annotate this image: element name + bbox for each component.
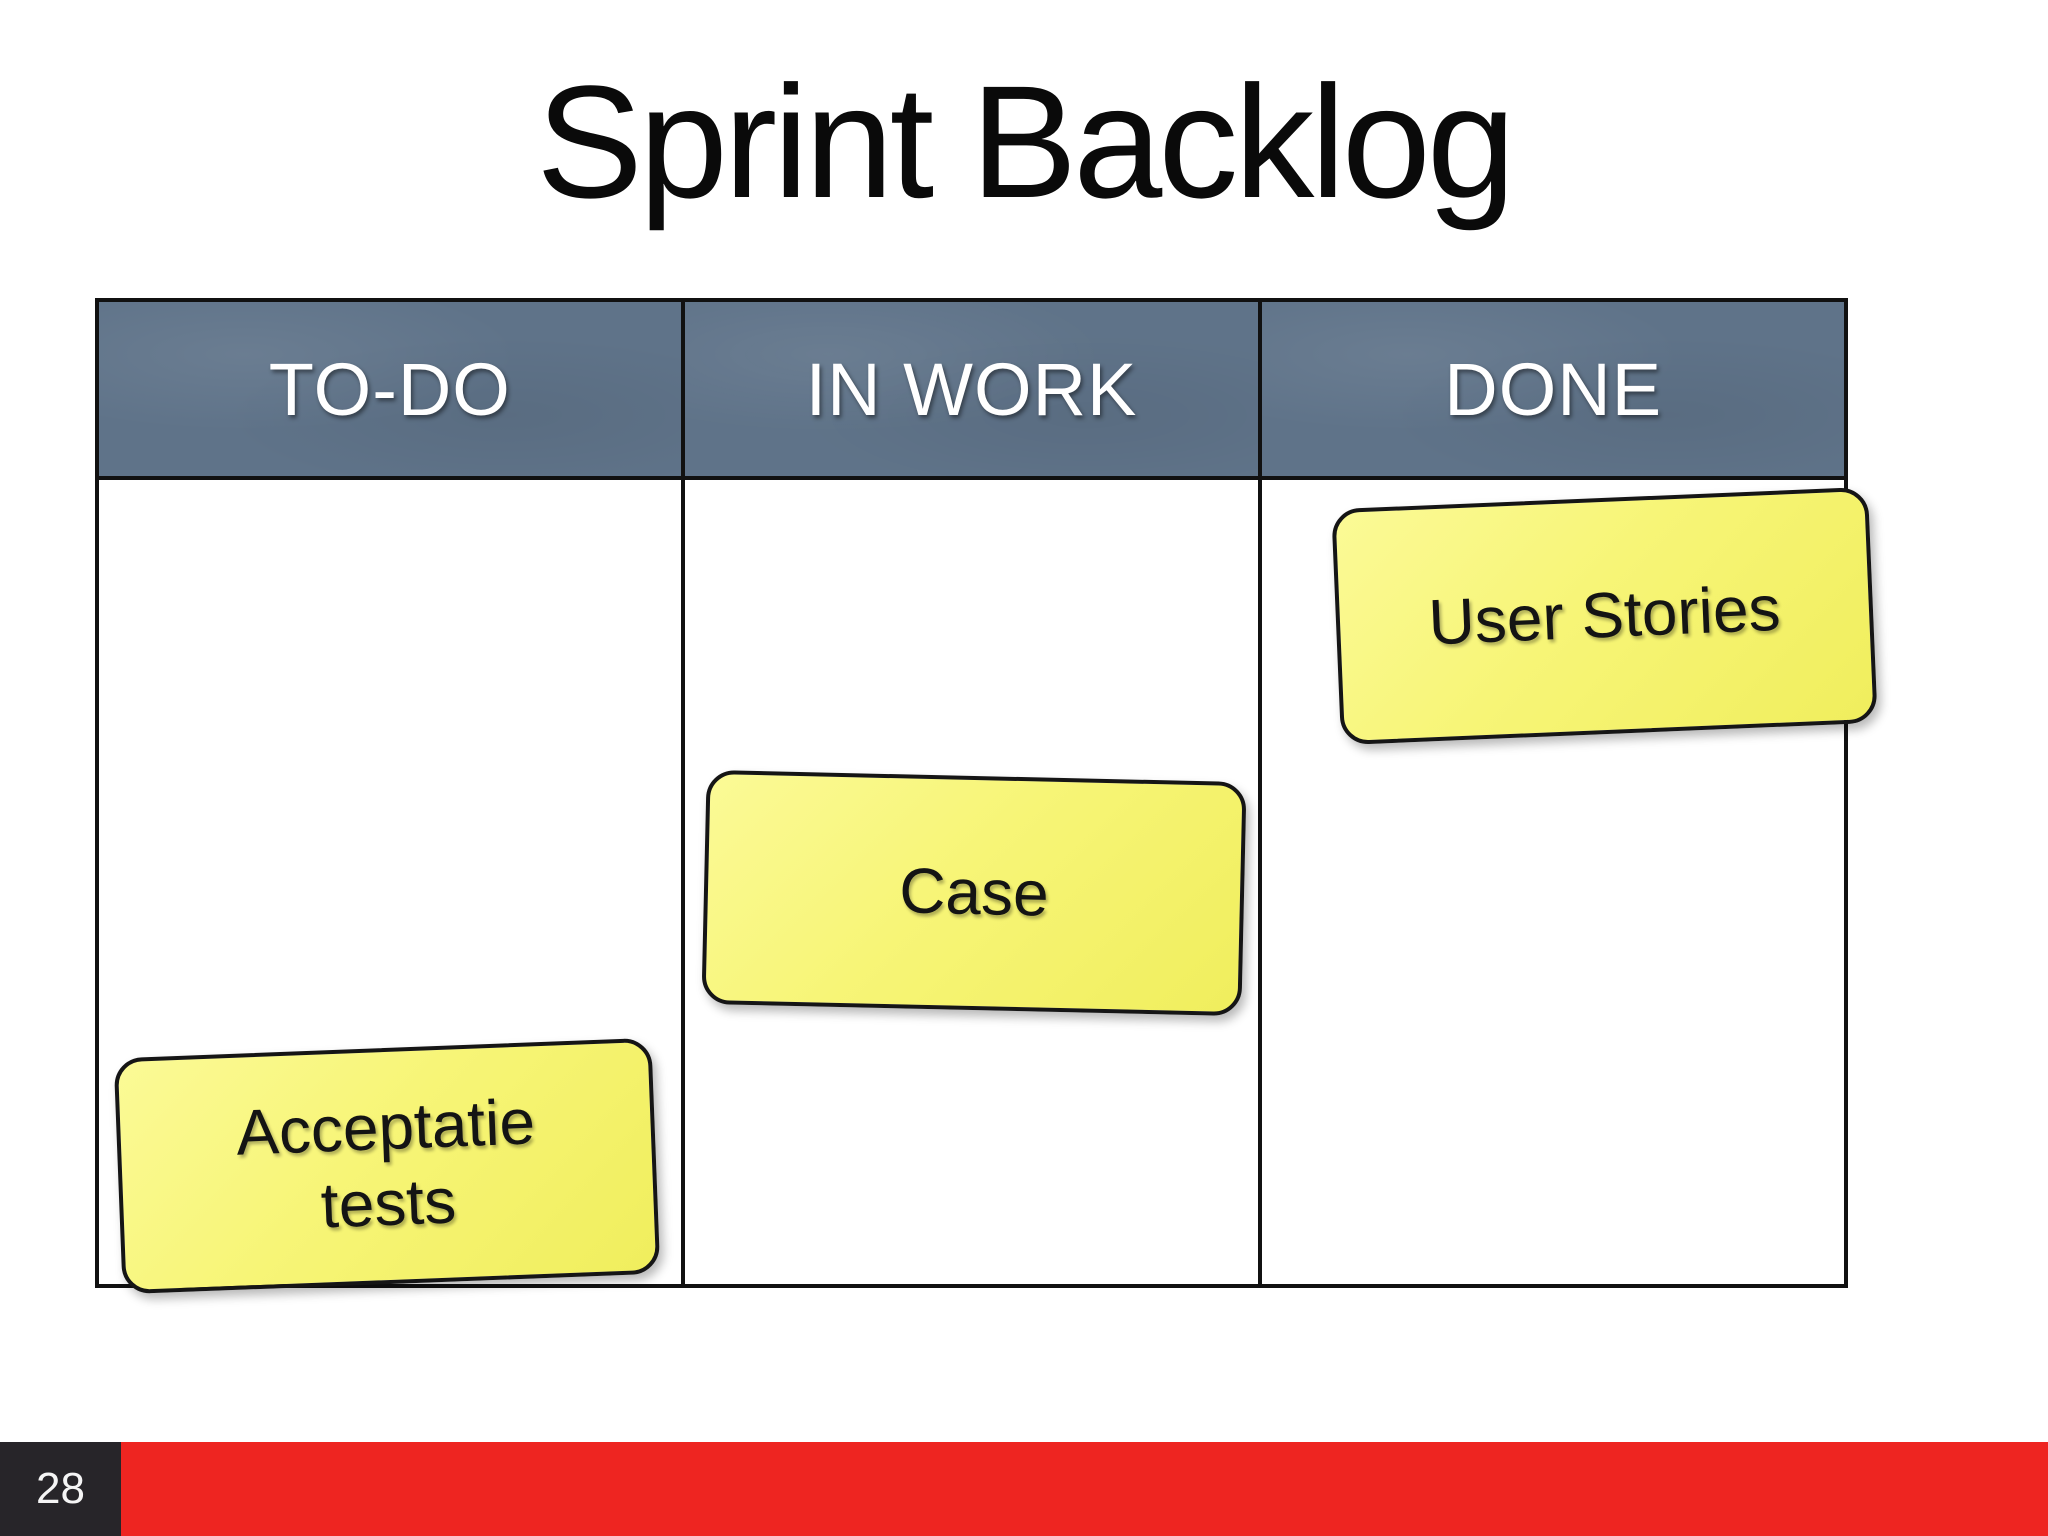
footer-red-bar bbox=[121, 1442, 2048, 1536]
slide-title: Sprint Backlog bbox=[536, 52, 1516, 231]
sticky-note-acceptatie-tests[interactable]: Acceptatie tests bbox=[113, 1037, 661, 1295]
sticky-note-acceptatie-tests-label: Acceptatie tests bbox=[234, 1085, 537, 1242]
sticky-note-user-stories-label: User Stories bbox=[1427, 571, 1782, 659]
sticky-note-case-label: Case bbox=[898, 854, 1050, 930]
column-header-done: DONE bbox=[1262, 302, 1844, 480]
column-header-todo: TO-DO bbox=[99, 302, 681, 480]
page-number: 28 bbox=[36, 1464, 85, 1513]
slide-footer: 28 bbox=[0, 1442, 2048, 1536]
page-number-box: 28 bbox=[0, 1442, 121, 1536]
sticky-note-case[interactable]: Case bbox=[701, 769, 1247, 1017]
column-header-in-work: IN WORK bbox=[680, 302, 1263, 480]
sticky-note-user-stories[interactable]: User Stories bbox=[1331, 486, 1878, 746]
